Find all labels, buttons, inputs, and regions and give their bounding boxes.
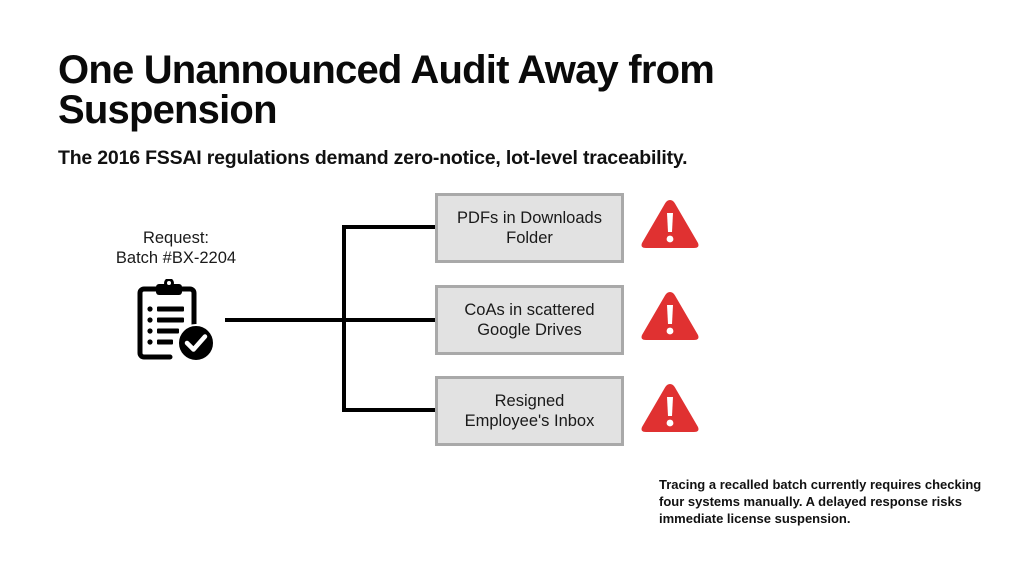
source-box-line1: Resigned bbox=[494, 392, 565, 410]
warning-triangle-icon bbox=[641, 292, 699, 340]
source-box-google-drives: CoAs in scattered Google Drives bbox=[435, 285, 624, 355]
page-title: One Unannounced Audit Away from Suspensi… bbox=[58, 48, 715, 132]
clipboard-check-icon bbox=[137, 279, 215, 362]
source-box-line2: Folder bbox=[506, 229, 553, 247]
footnote: Tracing a recalled batch currently requi… bbox=[659, 477, 982, 526]
warning-triangle-icon bbox=[641, 384, 699, 432]
source-box-line1: CoAs in scattered bbox=[464, 301, 595, 319]
source-box-line2: Google Drives bbox=[477, 321, 582, 339]
source-box-line1: PDFs in Downloads bbox=[457, 209, 602, 227]
source-box-employee-inbox: Resigned Employee's Inbox bbox=[435, 376, 624, 446]
request-label: Request: Batch #BX-2204 bbox=[96, 229, 256, 268]
source-box-downloads-folder: PDFs in Downloads Folder bbox=[435, 193, 624, 263]
page-subtitle: The 2016 FSSAI regulations demand zero-n… bbox=[58, 147, 688, 169]
warning-triangle-icon bbox=[641, 200, 699, 248]
request-label-line1: Request: bbox=[142, 229, 210, 247]
request-label-line2: Batch #BX-2204 bbox=[115, 248, 237, 267]
source-box-line2: Employee's Inbox bbox=[464, 412, 595, 430]
